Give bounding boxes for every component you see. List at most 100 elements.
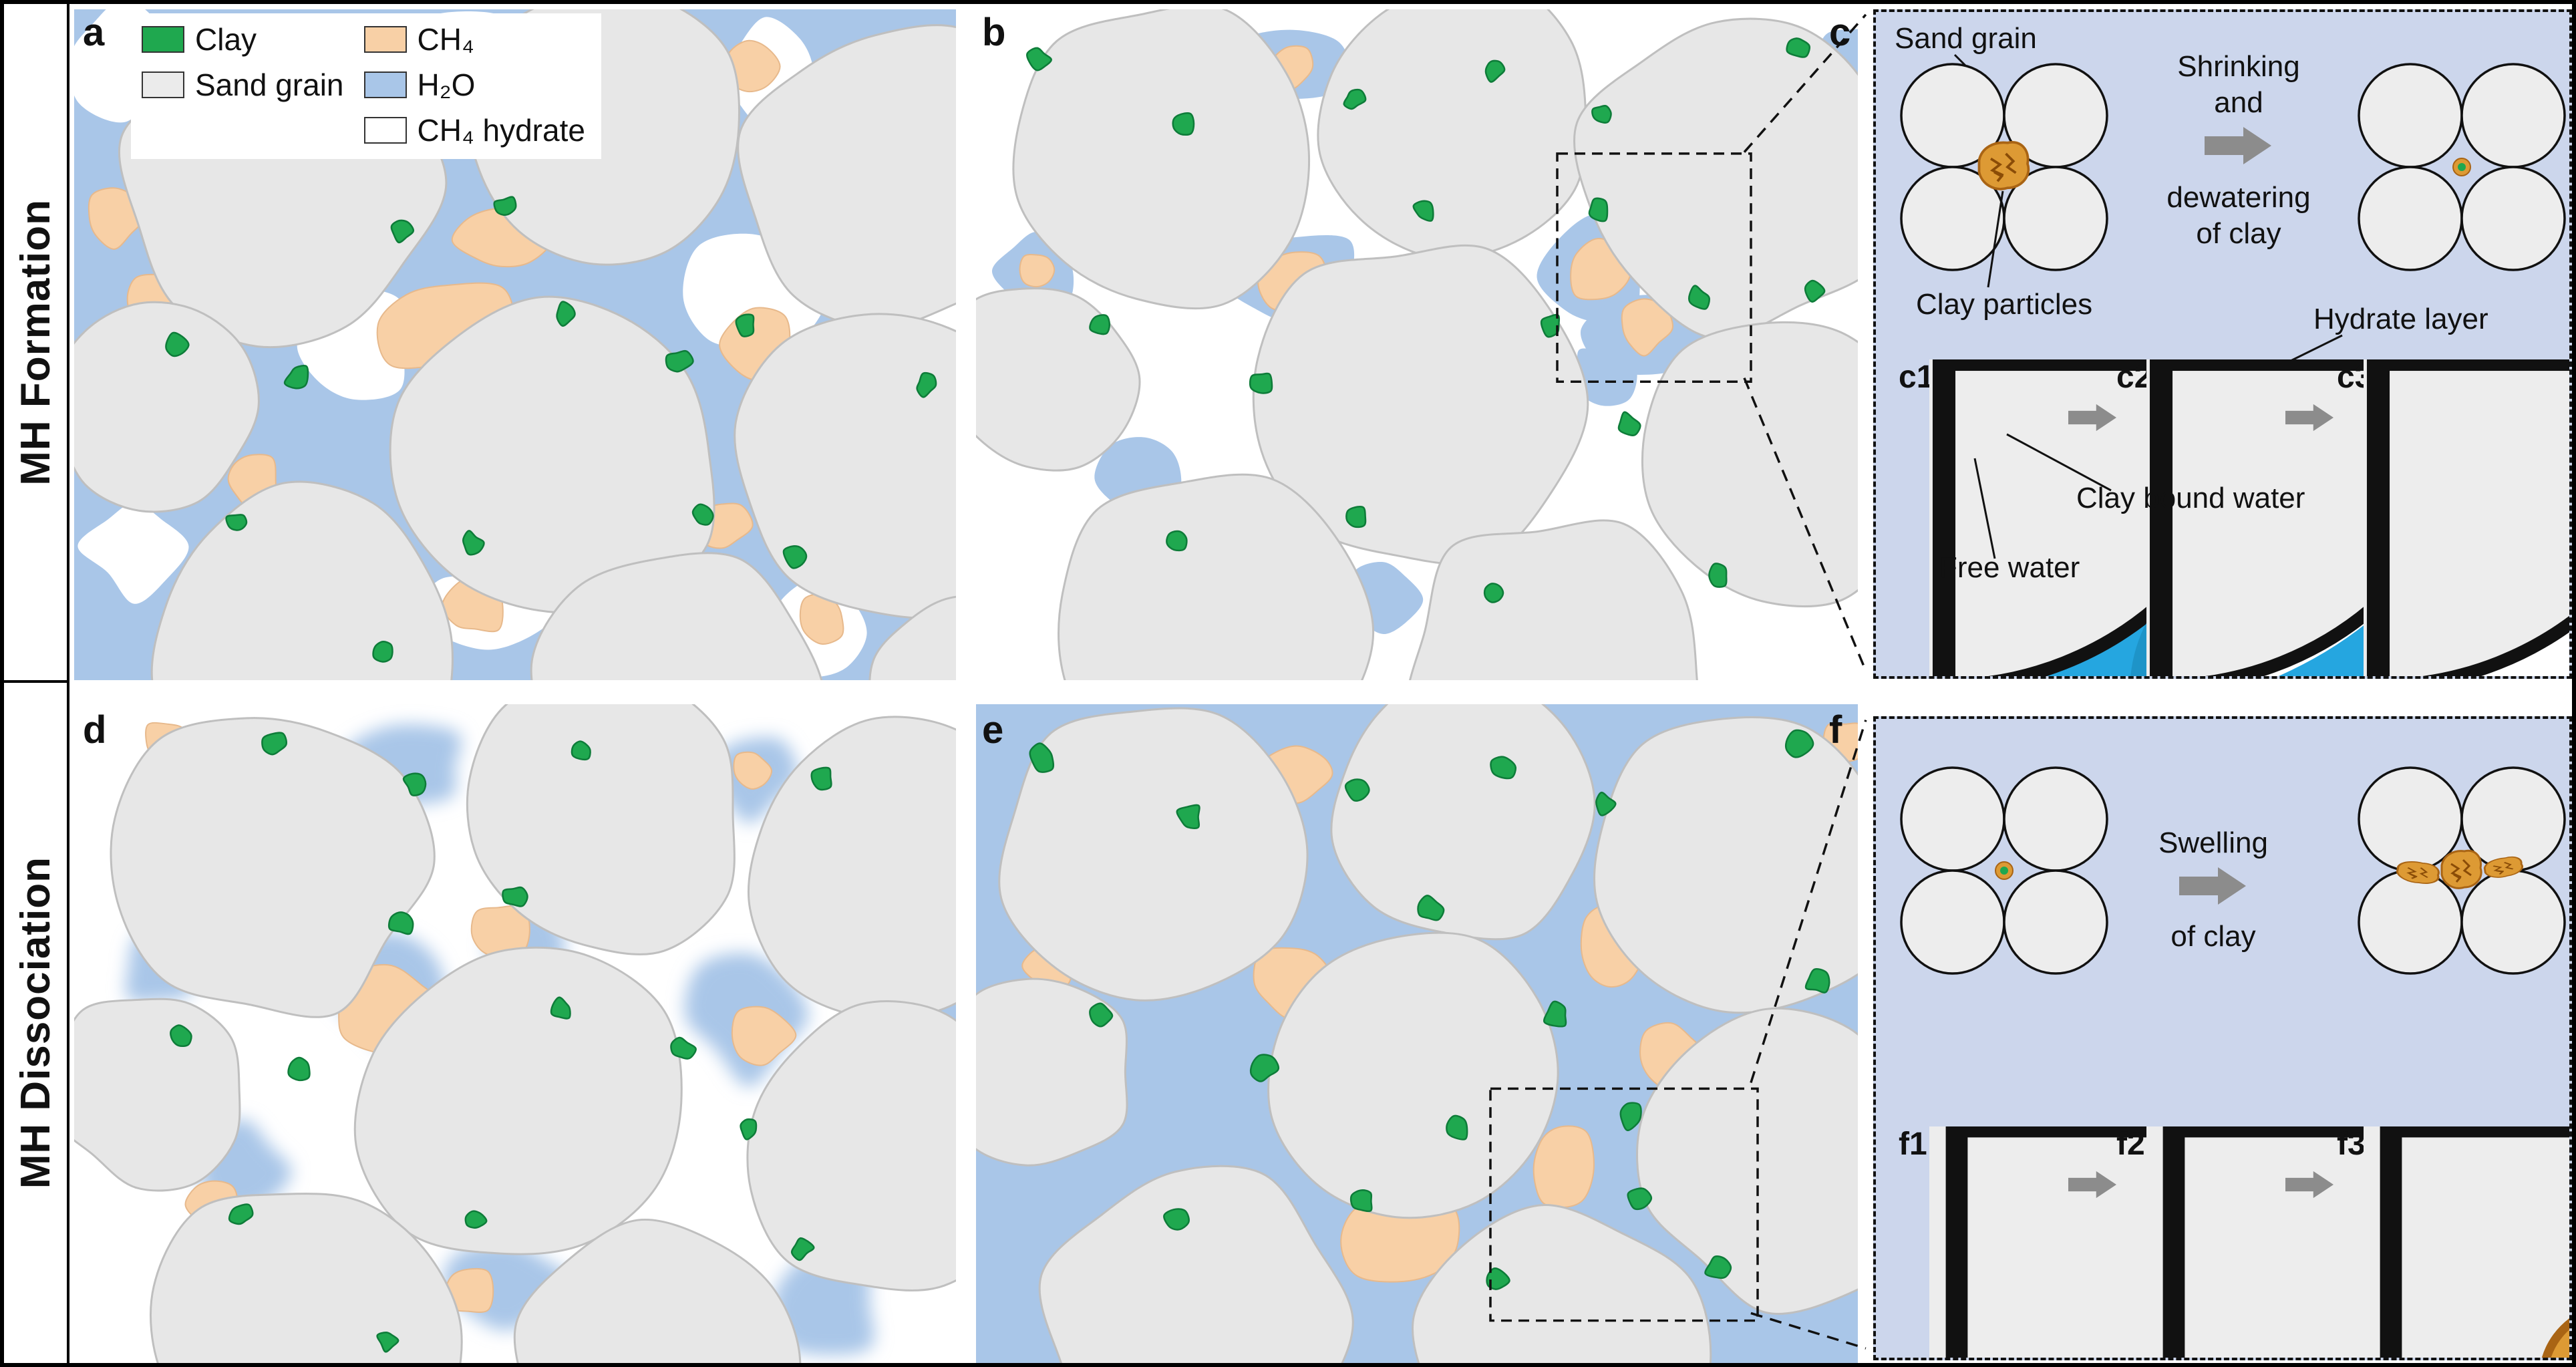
clay-particle [502,886,528,907]
free-water-label: Free water [1939,551,2080,584]
sand-grain-blob [466,704,736,955]
clay-particle [1029,742,1055,773]
legend-label: Sand grain [195,67,344,102]
clay-particle [1704,1255,1732,1279]
gas-bubble [733,751,773,790]
clay-particle [1343,88,1367,110]
panel-e [976,704,1858,1363]
clay-particle [1804,279,1826,303]
sand-grain-blob [513,1218,802,1363]
legend-item-clay: Clay [142,21,344,57]
panel-letter-d: d [83,708,107,752]
clay-particle [376,1331,399,1353]
clay-particle [810,766,832,791]
clay-particle [1483,583,1504,603]
sand-grain-blob [150,1193,463,1363]
sand-grain-blob [1058,473,1375,680]
step-label-f2: f2 [2116,1126,2145,1162]
row-label-formation: MH Formation [12,198,59,486]
shrinking-arrow-icon [2205,127,2271,164]
sand-grain-blob [1330,704,1596,941]
swelling-text-line1: Swelling [2158,826,2268,859]
clay-particle [1026,47,1052,71]
clay-particle [1163,1208,1190,1231]
clay-particle [571,740,591,761]
clay-particle [1345,506,1367,528]
clay-particle [1249,372,1273,394]
clay-particle [550,996,571,1020]
swollen-clay-center [2440,849,2482,889]
clay-particle [464,1210,488,1229]
gas-bubble [1019,253,1056,288]
panel-b-illustration [976,9,1858,680]
clay-particle [1595,791,1617,816]
sand-grain-blob [868,595,956,680]
clay-particle [1166,530,1188,552]
legend-item-ch4-hydrate: CH₄ hydrate [363,112,585,148]
sand-grain-blob [737,24,956,329]
hydrate-layer-label: Hydrate layer [2313,303,2488,335]
clay-particle [462,530,485,556]
clay-particle [1617,411,1641,436]
legend-label: Clay [195,22,257,57]
clay-particle [1349,1189,1373,1213]
clay-particle [1484,59,1506,83]
clay-particle [1417,895,1445,921]
dewatering-text-line2: of clay [2196,217,2281,250]
legend-label: CH₄ [417,22,474,57]
sand-grain-blob [1317,9,1587,260]
shrunken-clay-dot [2452,158,2471,176]
pore-cell-c1 [1876,359,2046,476]
clay-particle [790,1237,815,1261]
row-label-formation-cell: MH Formation [4,4,69,683]
clay-particle [1619,1102,1642,1131]
inset-f-diagram: Swelling of clay f1 f2 [1876,766,2566,1243]
inset-c-diagram: Sand grain Clay particles Shrinking and … [1876,22,2566,584]
clay-particle [402,772,427,796]
sand-grain-blob [1038,1165,1354,1363]
sand-grain-blob [1411,1204,1712,1363]
pore-cell-f1 [1876,1126,2046,1243]
clay-particle [1486,1267,1510,1290]
shrunken-clay-dot [1995,861,2014,880]
clay-swatch [142,26,184,53]
legend-label: CH₄ hydrate [417,113,585,148]
clay-particle [390,219,415,244]
sand-grain-blob [748,716,956,1020]
clay-particle [1344,778,1370,802]
clay-bound-water-pointer-line [2006,433,2112,492]
panel-d [74,704,956,1363]
clay-particle [1089,314,1111,335]
sand-grain-blob [1012,9,1311,310]
clay-particle [735,313,755,337]
clay-particle [1490,756,1517,780]
clay-particle [1588,197,1609,222]
pore-cell-c3 [2052,359,2480,476]
clay-particle [387,911,414,935]
sand-grain-blob [998,707,1309,1002]
clay-particle [1176,804,1200,829]
zoom-region-box [1556,152,1752,383]
clay-particle [283,365,309,390]
legend-item-ch4: CH₄ [363,21,585,57]
clay-particle [1412,200,1434,222]
clay-particle [782,545,808,569]
shrinking-text-line2: and [2214,86,2263,119]
clay-particle [1688,285,1710,310]
panel-letter-b: b [982,11,1006,54]
legend-item-sand-grain: Sand grain [142,67,344,103]
sand-grain-blob [74,301,260,513]
clay-particle [1591,104,1612,124]
panel-d-illustration [74,704,956,1363]
inset-f: Swelling of clay f1 f2 [1873,716,2572,1360]
clay-particles-blob [1977,140,2030,190]
step-label-f1: f1 [1899,1126,1927,1162]
sand-grain-blob [734,313,956,619]
clay-particle [225,514,248,531]
clay-particle [287,1056,311,1082]
h2o-swatch [363,71,407,98]
pore-cell-c2 [1876,359,2263,476]
